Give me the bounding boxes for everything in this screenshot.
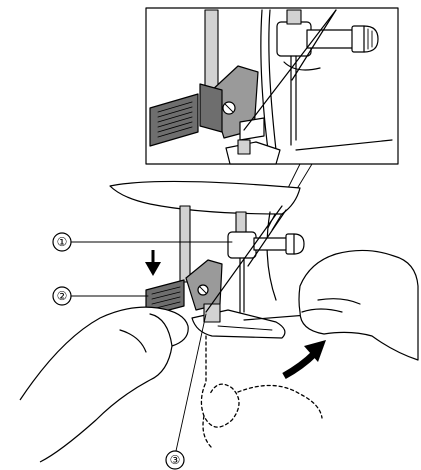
inset-magnified-view: [146, 8, 398, 164]
dashed-thread-tail: [201, 336, 322, 448]
down-arrow-icon: [145, 250, 161, 276]
callout-3-label: ③: [170, 453, 181, 467]
callout-1: ①: [53, 233, 232, 251]
left-hand: [20, 307, 188, 462]
callout-2: ②: [53, 287, 148, 305]
curved-arrow-icon: [284, 340, 326, 376]
callout-1-label: ①: [57, 235, 68, 249]
callout-2-label: ②: [57, 289, 68, 303]
